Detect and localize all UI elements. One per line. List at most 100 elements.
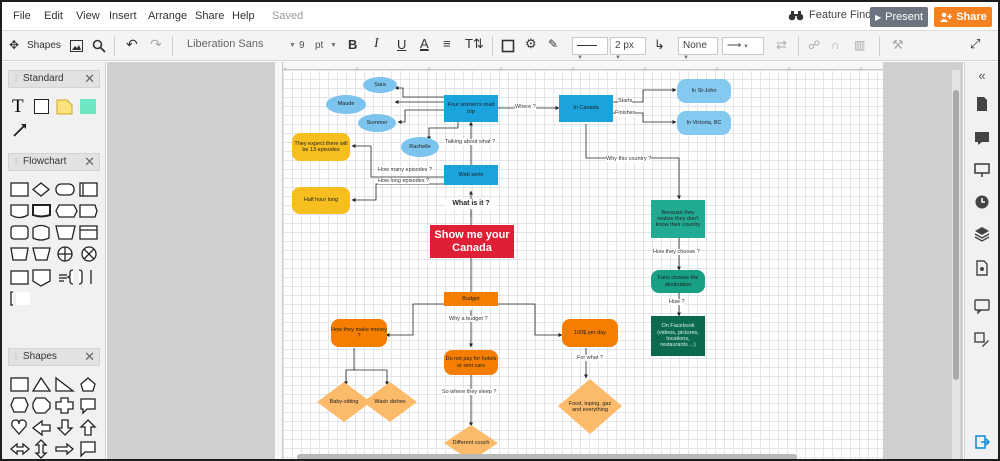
link-icon[interactable]: ☍ bbox=[808, 38, 821, 52]
vertical-scrollbar[interactable] bbox=[952, 70, 960, 459]
flowchart-shapes-grid[interactable] bbox=[9, 180, 101, 330]
baby-sitting-node[interactable]: Baby-sitting bbox=[317, 382, 371, 422]
data-icon[interactable] bbox=[974, 260, 990, 276]
font-family-select[interactable]: Liberation Sans bbox=[187, 38, 264, 50]
note-shape-icon[interactable] bbox=[56, 99, 73, 115]
close-icon[interactable]: ✕ bbox=[84, 349, 95, 364]
expenses-node[interactable]: Food, toping, gaz and everything bbox=[558, 379, 622, 434]
drag-handle-icon[interactable]: ⋮⋮ bbox=[12, 74, 28, 83]
fans-choose-node[interactable]: Fans choose the destination bbox=[651, 270, 705, 293]
edge-label[interactable]: Why this country ? bbox=[606, 156, 652, 162]
align-icon[interactable]: ≡ bbox=[443, 36, 451, 51]
share-button[interactable]: Share bbox=[934, 7, 992, 27]
close-icon[interactable]: ✕ bbox=[84, 154, 95, 169]
menu-share[interactable]: Share bbox=[195, 10, 225, 22]
menu-arrange[interactable]: Arrange bbox=[148, 10, 188, 22]
different-couch-node[interactable]: Different couch bbox=[444, 425, 498, 459]
cloud-rachelle-node[interactable]: Rachelle bbox=[401, 137, 439, 157]
edge-label[interactable]: Finishes bbox=[615, 110, 636, 116]
episodes-count-node[interactable]: They expect there will be 13 episodes bbox=[292, 133, 350, 161]
horizontal-scrollbar[interactable] bbox=[297, 454, 797, 459]
bold-button[interactable]: B bbox=[348, 37, 358, 52]
end-arrow-select[interactable]: ⟶ ▼ bbox=[722, 37, 764, 55]
drag-handle-icon[interactable]: ⋮⋮ bbox=[12, 352, 28, 361]
swap-icon[interactable]: ⇄ bbox=[776, 37, 787, 52]
in-canada-node[interactable]: In Canada bbox=[559, 95, 613, 122]
line-width-select[interactable]: 2 px ▼ bbox=[610, 37, 646, 61]
st-john-node[interactable]: In St-John bbox=[677, 79, 731, 103]
canvas-area[interactable]: Show me your Canada What is it ? Four wo… bbox=[107, 62, 963, 459]
road-trip-node[interactable]: Four women's road trip bbox=[444, 95, 498, 122]
edge-label[interactable]: How many episodes ? bbox=[378, 167, 433, 173]
per-day-node[interactable]: 100$ per day bbox=[562, 319, 618, 347]
episode-length-node[interactable]: Half hour long bbox=[292, 187, 350, 214]
presentation-icon[interactable] bbox=[974, 162, 990, 178]
layers-icon[interactable] bbox=[974, 226, 990, 242]
connector-style-icon[interactable]: ↳ bbox=[654, 37, 665, 52]
underline-button[interactable]: U bbox=[397, 37, 407, 52]
wash-dishes-node[interactable]: Wash dishes bbox=[363, 382, 417, 422]
cloud-sara-node[interactable]: Sara bbox=[363, 77, 397, 93]
central-topic-node[interactable]: Show me your Canada bbox=[430, 225, 514, 258]
edge-label[interactable]: So where they sleep ? bbox=[442, 389, 497, 395]
italic-button[interactable]: I bbox=[374, 36, 379, 51]
menu-insert[interactable]: Insert bbox=[109, 10, 137, 22]
line-style-select[interactable]: ▼ bbox=[572, 37, 608, 61]
history-icon[interactable] bbox=[974, 194, 990, 210]
rectangle-shape[interactable] bbox=[34, 99, 49, 114]
line-color-icon[interactable]: ✎ bbox=[548, 37, 559, 51]
cloud-maude-node[interactable]: Maude bbox=[326, 95, 366, 114]
reason-node[interactable]: Because they realize they don't know the… bbox=[651, 200, 705, 238]
library-header-shapes[interactable]: ⋮⋮ Shapes ✕ bbox=[8, 348, 100, 366]
web-serie-node[interactable]: Web serie bbox=[444, 165, 498, 185]
edge-label[interactable]: How they choose ? bbox=[653, 249, 700, 255]
menu-help[interactable]: Help bbox=[232, 10, 255, 22]
fill-color-icon[interactable]: ⚙ bbox=[525, 36, 537, 51]
close-icon[interactable]: ✕ bbox=[84, 71, 95, 86]
page-icon[interactable] bbox=[974, 96, 990, 112]
undo-icon[interactable]: ↶ bbox=[126, 36, 138, 52]
fullscreen-icon[interactable]: ⤢ bbox=[970, 36, 981, 51]
text-options-icon[interactable]: T⇅ bbox=[465, 36, 484, 51]
font-size-value[interactable]: 9 bbox=[299, 40, 305, 51]
comment-icon[interactable] bbox=[974, 130, 990, 146]
group-icon[interactable]: ▥ bbox=[854, 38, 866, 52]
image-icon[interactable] bbox=[70, 40, 83, 52]
drag-handle-icon[interactable]: ⋮⋮ bbox=[12, 157, 28, 166]
budget-node[interactable]: Budget bbox=[444, 292, 498, 306]
line-arrow-icon[interactable] bbox=[12, 122, 28, 138]
edit-shape-icon[interactable] bbox=[974, 332, 990, 348]
menu-view[interactable]: View bbox=[76, 10, 100, 22]
shapes-label[interactable]: Shapes bbox=[27, 40, 61, 51]
redo-icon[interactable]: ↷ bbox=[150, 36, 162, 52]
search-icon[interactable] bbox=[92, 39, 106, 53]
scrollbar-thumb[interactable] bbox=[953, 90, 959, 380]
edge-label[interactable]: Where ? bbox=[515, 104, 536, 110]
victoria-node[interactable]: In Victoria, BC bbox=[677, 111, 731, 135]
exit-icon[interactable] bbox=[974, 434, 990, 450]
text-shape-icon[interactable]: T bbox=[12, 96, 24, 117]
facebook-node[interactable]: On Facebook (videos, pictures, locations… bbox=[651, 316, 705, 356]
library-header-standard[interactable]: ⋮⋮ Standard ✕ bbox=[8, 70, 100, 88]
collapse-icon[interactable]: « bbox=[978, 68, 986, 83]
start-arrow-select[interactable]: None ▼ bbox=[678, 37, 718, 61]
menu-file[interactable]: File bbox=[13, 10, 31, 22]
border-icon[interactable] bbox=[501, 39, 515, 53]
edge-label[interactable]: How long episodes ? bbox=[378, 178, 430, 184]
library-header-flowchart[interactable]: ⋮⋮ Flowchart ✕ bbox=[8, 153, 100, 171]
make-money-node[interactable]: How they make money ? bbox=[331, 319, 387, 347]
edge-label[interactable]: Talking about what ? bbox=[445, 139, 496, 145]
lock-icon[interactable]: ∩ bbox=[831, 38, 840, 52]
menu-edit[interactable]: Edit bbox=[44, 10, 63, 22]
present-button[interactable]: ▶ Present bbox=[870, 7, 928, 27]
chat-icon[interactable] bbox=[974, 298, 990, 314]
no-hotels-node[interactable]: Do not pay for hotels or rent cars bbox=[444, 350, 498, 375]
edge-label[interactable]: Starts bbox=[618, 98, 633, 104]
text-color-button[interactable]: A bbox=[420, 36, 429, 51]
cloud-summer-node[interactable]: Summer bbox=[358, 114, 396, 132]
what-is-it-label[interactable]: What is it ? bbox=[445, 199, 497, 209]
diagram-page[interactable]: Show me your Canada What is it ? Four wo… bbox=[283, 70, 883, 459]
wrench-icon[interactable]: ⚒ bbox=[892, 37, 904, 52]
basic-shapes-grid[interactable] bbox=[9, 374, 101, 460]
edge-label[interactable]: How ? bbox=[669, 299, 685, 305]
